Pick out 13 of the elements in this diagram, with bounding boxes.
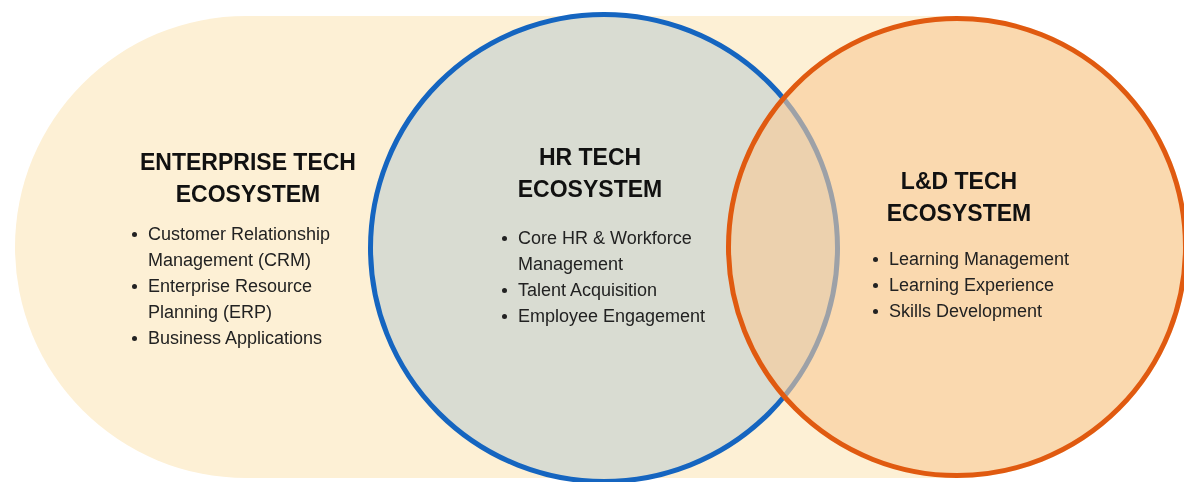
heading: HR TECH ECOSYSTEM <box>516 143 664 204</box>
bullet-text: Learning Management <box>889 249 1070 269</box>
heading: L&D TECH ECOSYSTEM <box>885 167 1033 228</box>
bullet-text: Skills Development <box>889 301 1043 321</box>
bullet-text: Core HR & Workforce Management <box>518 228 692 274</box>
bullet-text: Learning Experience <box>889 275 1055 295</box>
ecosystem-circle <box>726 16 1184 478</box>
bullet-text: Customer Relationship Management (CRM) <box>148 224 331 270</box>
bullet-text: Business Applications <box>148 328 323 348</box>
bullet-text: Employee Engagement <box>518 306 706 326</box>
bullet-text: Talent Acquisition <box>518 280 658 300</box>
heading: ENTERPRISE TECH ECOSYSTEM <box>139 148 357 209</box>
bullet-text: Enterprise Resource Planning (ERP) <box>148 276 313 322</box>
